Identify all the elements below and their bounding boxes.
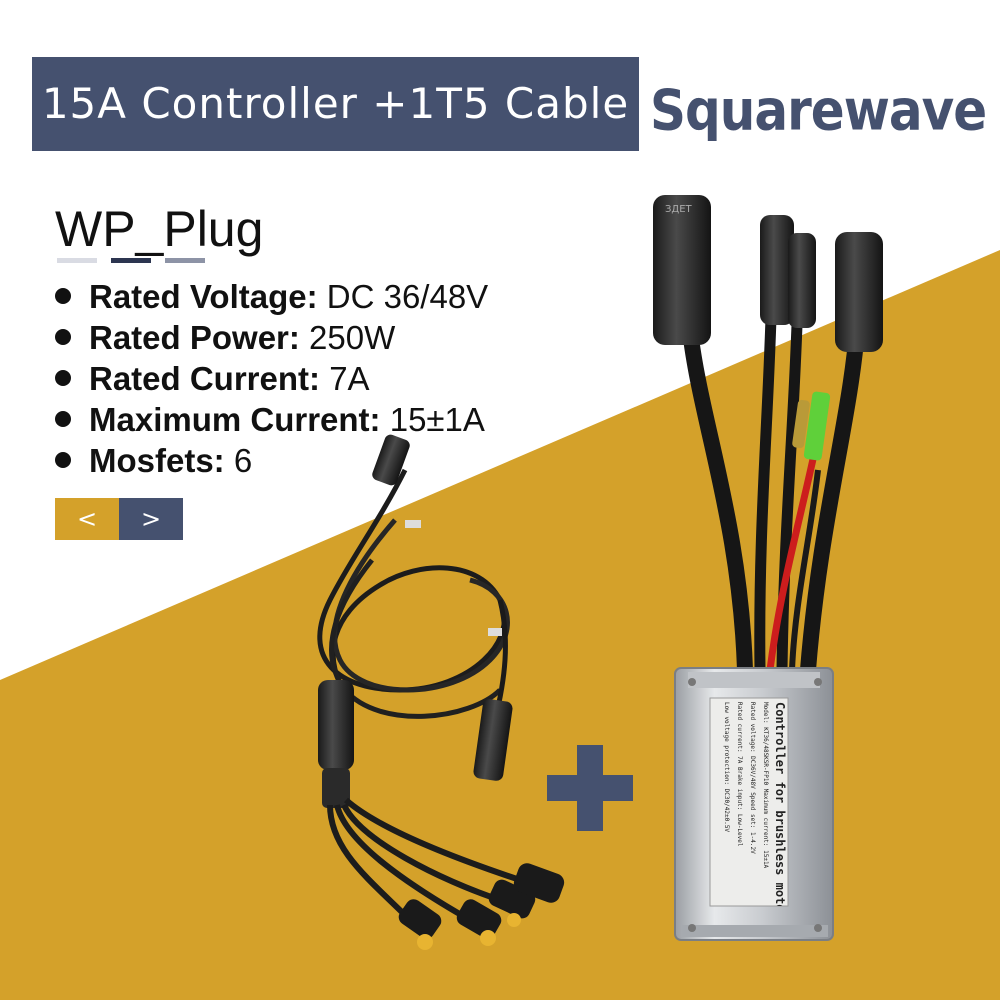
- next-button[interactable]: >: [119, 498, 183, 540]
- plug-heading: WP_Plug: [55, 201, 264, 257]
- controller-label-title: Controller for brushless motor: [773, 702, 787, 906]
- controller-label: Controller for brushless motor Model: KT…: [710, 698, 788, 906]
- spec-item: Maximum Current: 15±1A: [55, 399, 488, 440]
- bullet-icon: [55, 288, 71, 304]
- bullet-icon: [55, 411, 71, 427]
- svg-text:ЗДЕТ: ЗДЕТ: [665, 204, 693, 215]
- spec-value: 15±1A: [380, 401, 485, 438]
- spec-label: Rated Power:: [89, 319, 300, 356]
- t5-cable-image: [317, 434, 565, 950]
- spec-label: Maximum Current:: [89, 401, 381, 438]
- controller-image: ЗДЕТ: [653, 195, 883, 941]
- controller-label-line: Rated current: 7A Brake input: Low-Level: [736, 702, 743, 847]
- prev-button[interactable]: <: [55, 498, 119, 540]
- controller-label-line: Rated voltage: DC36V/48V Speed set: 1-4.…: [749, 702, 756, 854]
- bullet-icon: [55, 329, 71, 345]
- underline-dash-light: [57, 258, 97, 263]
- spec-item: Rated Voltage: DC 36/48V: [55, 276, 488, 317]
- spec-label: Rated Voltage:: [89, 278, 318, 315]
- brand-name: Squarewave: [650, 78, 987, 143]
- spec-item: Rated Current: 7A: [55, 358, 488, 399]
- bullet-icon: [55, 370, 71, 386]
- underline-dash-dark: [111, 258, 151, 263]
- controller-label-line: Model: KT36/48SKSR-FP10 Maximum current:…: [762, 702, 769, 869]
- spec-value: 7A: [320, 360, 370, 397]
- plus-icon: [547, 745, 633, 831]
- spec-label: Mosfets:: [89, 442, 225, 479]
- spec-label: Rated Current:: [89, 360, 321, 397]
- spec-item: Rated Power: 250W: [55, 317, 488, 358]
- bullet-icon: [55, 452, 71, 468]
- controller-label-line: Low voltage protection: DC30/42±0.5V: [723, 702, 730, 833]
- spec-list: Rated Voltage: DC 36/48V Rated Power: 25…: [55, 276, 488, 481]
- spec-value: 6: [224, 442, 253, 479]
- spec-item: Mosfets: 6: [55, 440, 488, 481]
- page-title: 15A Controller +1T5 Cable: [32, 57, 639, 151]
- spec-value: DC 36/48V: [317, 278, 489, 315]
- image-nav: < >: [55, 498, 183, 540]
- spec-value: 250W: [299, 319, 396, 356]
- underline-dash-mid: [165, 258, 205, 263]
